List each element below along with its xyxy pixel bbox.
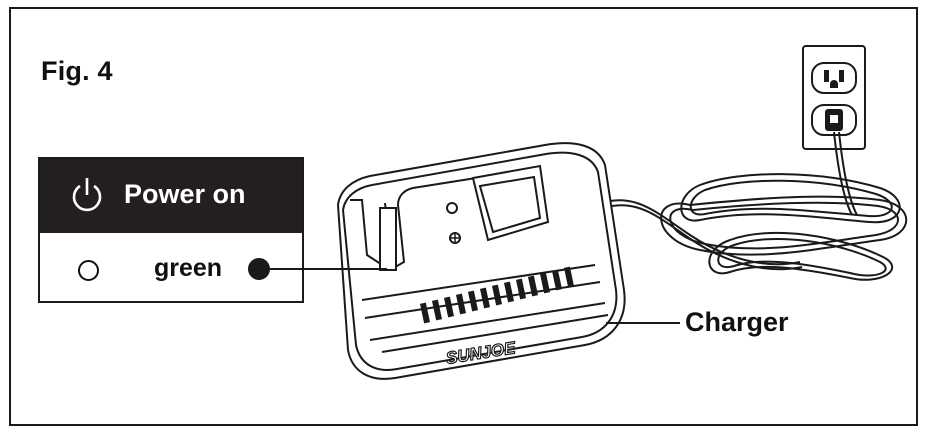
charger-body (336, 142, 626, 380)
figure-title: Fig. 4 (41, 56, 113, 86)
legend-header: Power on (40, 159, 302, 233)
charger-callout-label: Charger (685, 307, 789, 337)
indicator-color-label: green (154, 254, 223, 282)
power-icon (72, 178, 102, 212)
status-legend: Power on green (38, 157, 304, 303)
power-on-label: Power on (124, 179, 246, 209)
leader-lines (248, 258, 680, 324)
power-cord (609, 131, 908, 281)
circle-outline-icon (78, 260, 99, 281)
vent-slots (419, 266, 575, 324)
wall-outlet-icon (802, 45, 866, 150)
figure-frame (9, 7, 918, 426)
